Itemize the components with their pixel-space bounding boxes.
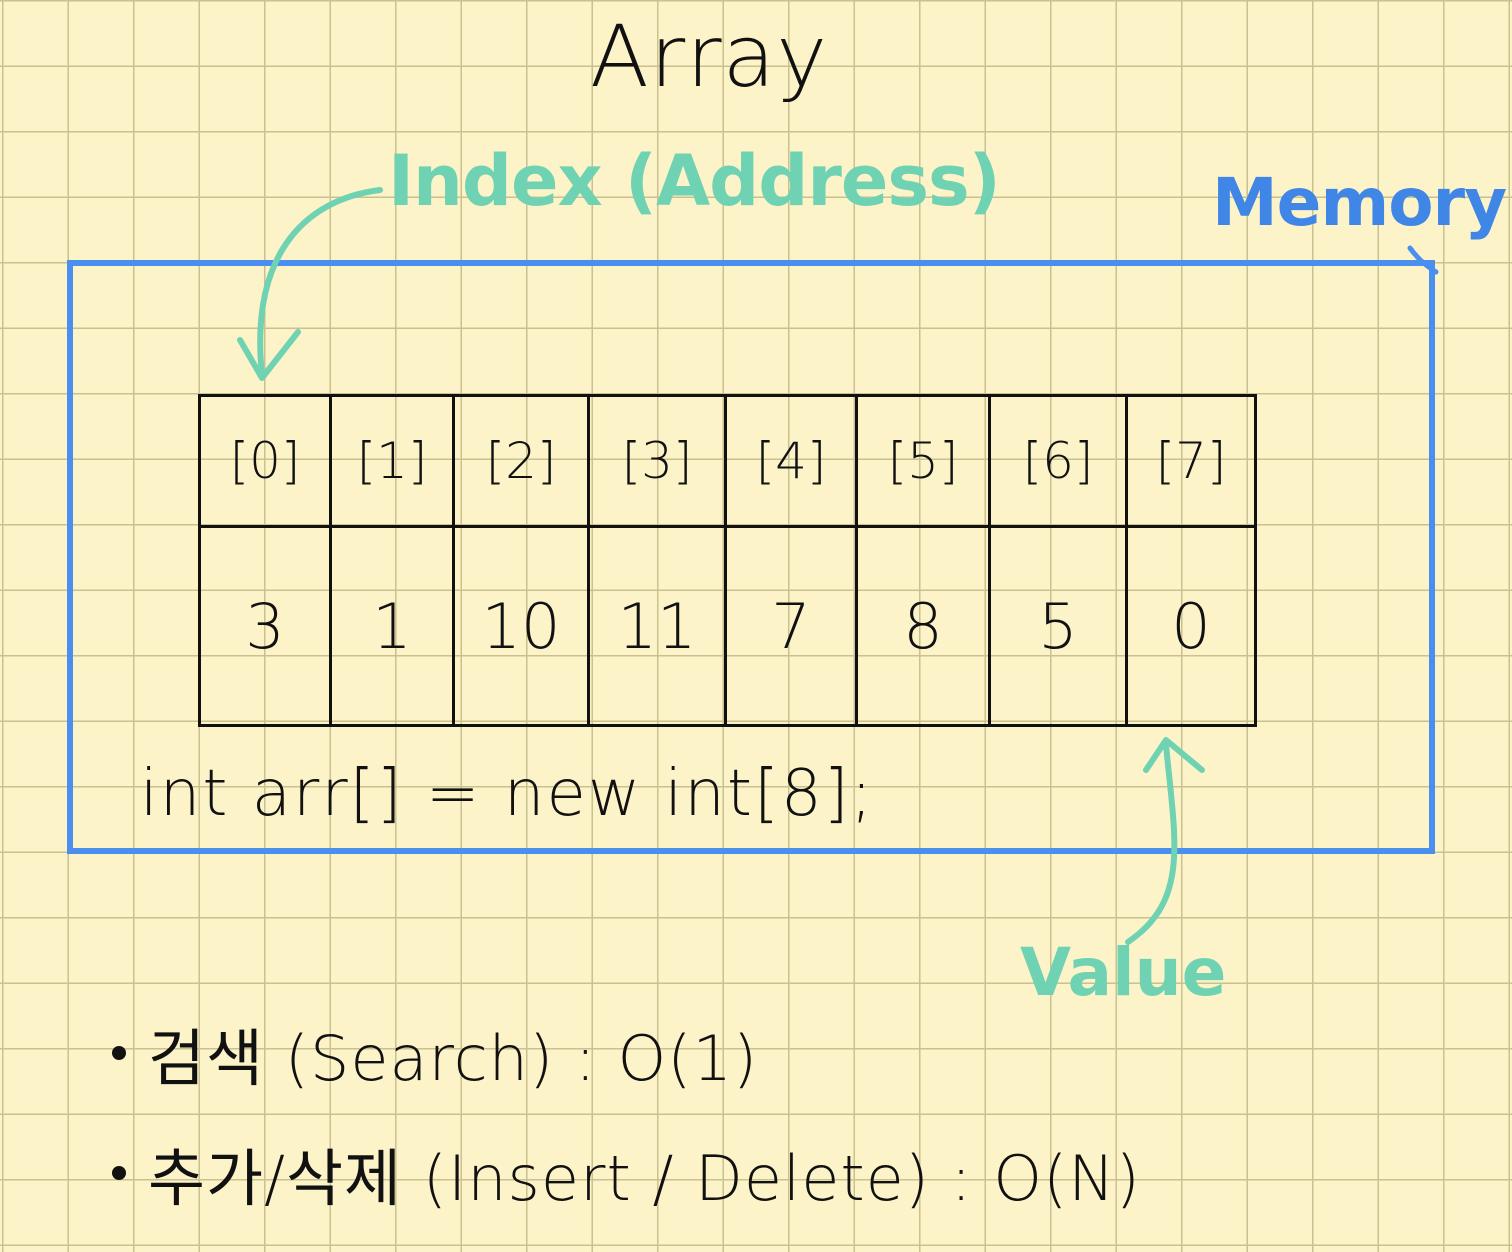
bullet-dot (112, 1166, 126, 1180)
memory-box (67, 260, 1435, 854)
complexity-text: 추가/삭제 (Insert / Delete) : O(N) (148, 1142, 1141, 1215)
index-row: [0] [1] [2] [3] [4] [5] [6] [7] (198, 394, 1257, 528)
index-cell-5: [5] (855, 394, 991, 528)
complexity-text: 검색 (Search) : O(1) (148, 1022, 759, 1095)
value-label: Value (1020, 934, 1227, 1011)
index-address-label: Index (Address) (388, 140, 1001, 222)
index-cell-3: [3] (587, 394, 727, 528)
value-row: 3 1 10 11 7 8 5 0 (198, 525, 1257, 727)
value-cell-3: 11 (587, 525, 727, 727)
index-cell-1: [1] (329, 394, 455, 528)
memory-label: Memory (1212, 164, 1507, 241)
complexity-item-insert-delete: 추가/삭제 (Insert / Delete) : O(N) (112, 1128, 1141, 1218)
index-cell-6: [6] (988, 394, 1128, 528)
bullet-dot (112, 1046, 126, 1060)
diagram-title: Array (590, 7, 829, 107)
value-cell-7: 0 (1125, 525, 1257, 727)
index-cell-2: [2] (452, 394, 590, 528)
value-cell-0: 3 (198, 525, 332, 727)
index-cell-4: [4] (724, 394, 858, 528)
value-cell-1: 1 (329, 525, 455, 727)
value-cell-6: 5 (988, 525, 1128, 727)
value-cell-2: 10 (452, 525, 590, 727)
value-cell-4: 7 (724, 525, 858, 727)
complexity-item-search: 검색 (Search) : O(1) (112, 1008, 758, 1098)
array-table: [0] [1] [2] [3] [4] [5] [6] [7] 3 1 10 1… (198, 394, 1257, 727)
array-declaration-code: int arr[] = new int[8]; (140, 757, 875, 831)
index-cell-7: [7] (1125, 394, 1257, 528)
value-cell-5: 8 (855, 525, 991, 727)
index-cell-0: [0] (198, 394, 332, 528)
